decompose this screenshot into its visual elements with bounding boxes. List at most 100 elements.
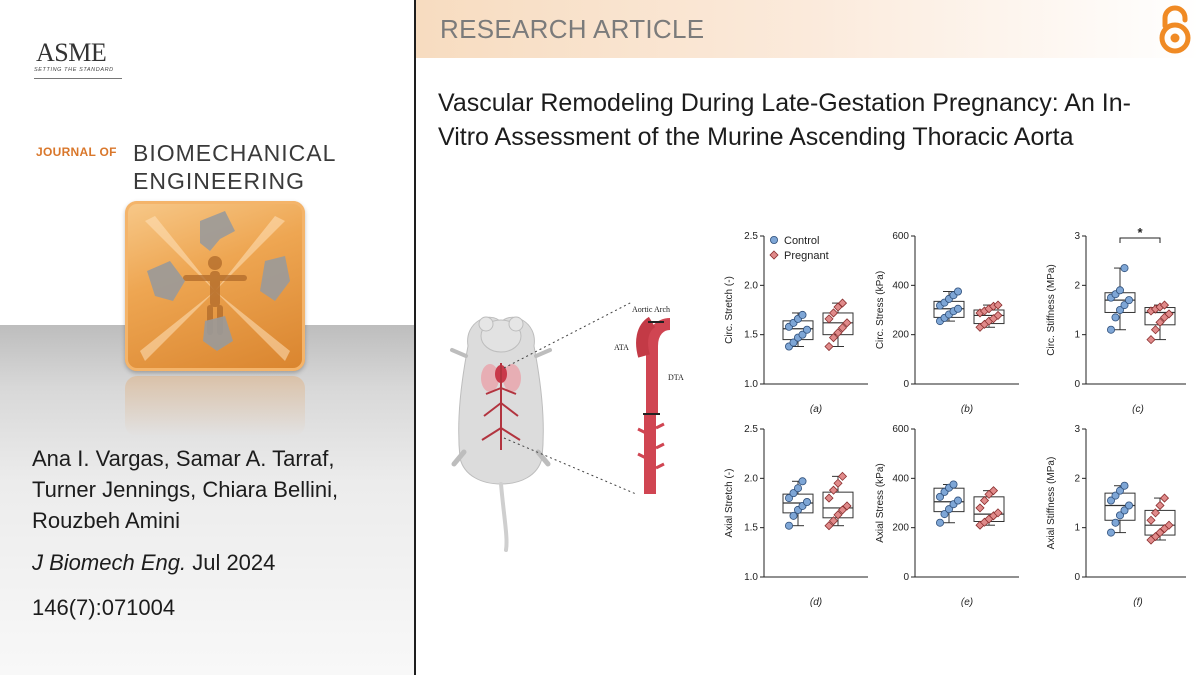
- data-point-pregnant: [1155, 500, 1165, 511]
- data-point-pregnant: [993, 300, 1003, 310]
- open-access-icon[interactable]: [1155, 4, 1195, 56]
- data-point-pregnant: [833, 328, 843, 338]
- panel-label: (a): [810, 404, 822, 415]
- citation: J Biomech Eng. Jul 2024: [32, 550, 275, 576]
- data-point-pregnant: [1150, 325, 1161, 335]
- data-point-pregnant: [837, 298, 848, 308]
- data-point-control: [1116, 486, 1125, 495]
- left-gradient: [0, 325, 414, 675]
- data-point-pregnant: [828, 308, 839, 318]
- data-point-control: [1107, 325, 1116, 334]
- label-ata: ATA: [614, 343, 629, 352]
- data-point-control: [1120, 481, 1129, 490]
- y-tick-label: 3: [1074, 424, 1080, 435]
- data-point-control: [1107, 496, 1116, 505]
- callout-line-lower: [503, 437, 637, 495]
- panel-label: (f): [1133, 597, 1142, 608]
- data-point-control: [789, 338, 798, 347]
- significance-bracket: [1119, 237, 1161, 243]
- data-point-pregnant: [824, 493, 834, 503]
- y-tick-label: 1.5: [744, 330, 758, 341]
- data-point-pregnant: [975, 503, 985, 513]
- data-point-pregnant: [1164, 520, 1174, 530]
- data-point-pregnant: [993, 310, 1003, 320]
- data-point-pregnant: [842, 501, 852, 511]
- data-point-control: [1111, 313, 1120, 322]
- vertical-divider: [414, 0, 416, 675]
- data-point-control: [1125, 296, 1134, 305]
- data-point-pregnant: [837, 323, 848, 333]
- data-point-control: [1116, 286, 1125, 295]
- data-point-pregnant: [979, 495, 990, 506]
- data-point-pregnant: [988, 486, 999, 496]
- data-point-pregnant: [833, 510, 843, 520]
- y-tick-label: 1: [1074, 330, 1080, 341]
- panel-label: (c): [1132, 404, 1144, 415]
- label-aortic-arch: Aortic Arch: [632, 305, 670, 314]
- y-tick-label: 0: [903, 572, 909, 583]
- y-tick-label: 1.5: [744, 523, 758, 534]
- volume-issue: 146(7):071004: [32, 595, 176, 620]
- panel-label: (b): [961, 404, 973, 415]
- data-point-control: [784, 521, 793, 530]
- data-point-control: [1120, 506, 1129, 515]
- data-point-control: [1111, 491, 1120, 500]
- legend-label-pregnant: Pregnant: [784, 250, 829, 262]
- data-point-control: [944, 505, 953, 514]
- data-point-pregnant: [824, 314, 834, 324]
- data-point-pregnant: [993, 508, 1003, 518]
- article-type-label: RESEARCH ARTICLE: [440, 14, 705, 44]
- data-point-control: [935, 518, 944, 527]
- left-panel: ASME SETTING THE STANDARD JOURNAL OF BIO…: [0, 0, 414, 675]
- aorta-illustration: Aortic Arch ATA DTA: [614, 305, 684, 494]
- panel-label: (d): [810, 597, 822, 608]
- article-type-banner: RESEARCH ARTICLE: [416, 0, 1200, 58]
- data-point-pregnant: [842, 318, 852, 328]
- y-tick-label: 2: [1074, 473, 1080, 484]
- data-point-control: [789, 489, 798, 498]
- asme-logo-text: ASME: [36, 38, 107, 67]
- data-point-pregnant: [828, 333, 839, 343]
- journal-cover-image: [125, 201, 305, 371]
- y-tick-label: 1.0: [744, 379, 758, 390]
- legend-marker-pregnant: [769, 250, 779, 260]
- journal-name: BIOMECHANICAL ENGINEERING: [133, 139, 336, 195]
- data-point-control: [940, 510, 949, 519]
- data-point-pregnant: [828, 516, 839, 526]
- author-list: Ana I. Vargas, Samar A. Tarraf, Turner J…: [32, 446, 339, 533]
- y-tick-label: 1: [1074, 523, 1080, 534]
- data-point-control: [798, 330, 807, 339]
- y-axis-label: Circ. Stress (kPa): [875, 271, 886, 349]
- logo-rule: [34, 78, 122, 79]
- data-point-pregnant: [833, 478, 843, 488]
- data-point-pregnant: [1159, 493, 1170, 503]
- y-axis-label: Circ. Stiffness (MPa): [1046, 264, 1057, 356]
- y-tick-label: 2.5: [744, 424, 758, 435]
- data-point-control: [798, 310, 807, 319]
- legend-marker-control: [769, 235, 778, 244]
- data-point-pregnant: [1146, 515, 1156, 525]
- data-point-control: [1107, 528, 1116, 537]
- panel-label: (e): [961, 597, 973, 608]
- data-point-control: [793, 484, 802, 493]
- y-tick-label: 3: [1074, 231, 1080, 242]
- data-point-pregnant: [824, 341, 834, 352]
- legend-label-control: Control: [784, 235, 819, 247]
- data-point-pregnant: [828, 485, 839, 495]
- y-tick-label: 600: [892, 231, 909, 242]
- data-point-pregnant: [1146, 335, 1156, 345]
- cover-artwork: [140, 211, 290, 361]
- y-tick-label: 600: [892, 424, 909, 435]
- data-point-control: [784, 494, 793, 503]
- data-point-pregnant: [1155, 317, 1165, 327]
- data-point-control: [953, 287, 962, 296]
- label-dta: DTA: [668, 373, 684, 382]
- y-tick-label: 0: [1074, 379, 1080, 390]
- data-point-pregnant: [1150, 508, 1161, 518]
- data-point-control: [802, 325, 811, 334]
